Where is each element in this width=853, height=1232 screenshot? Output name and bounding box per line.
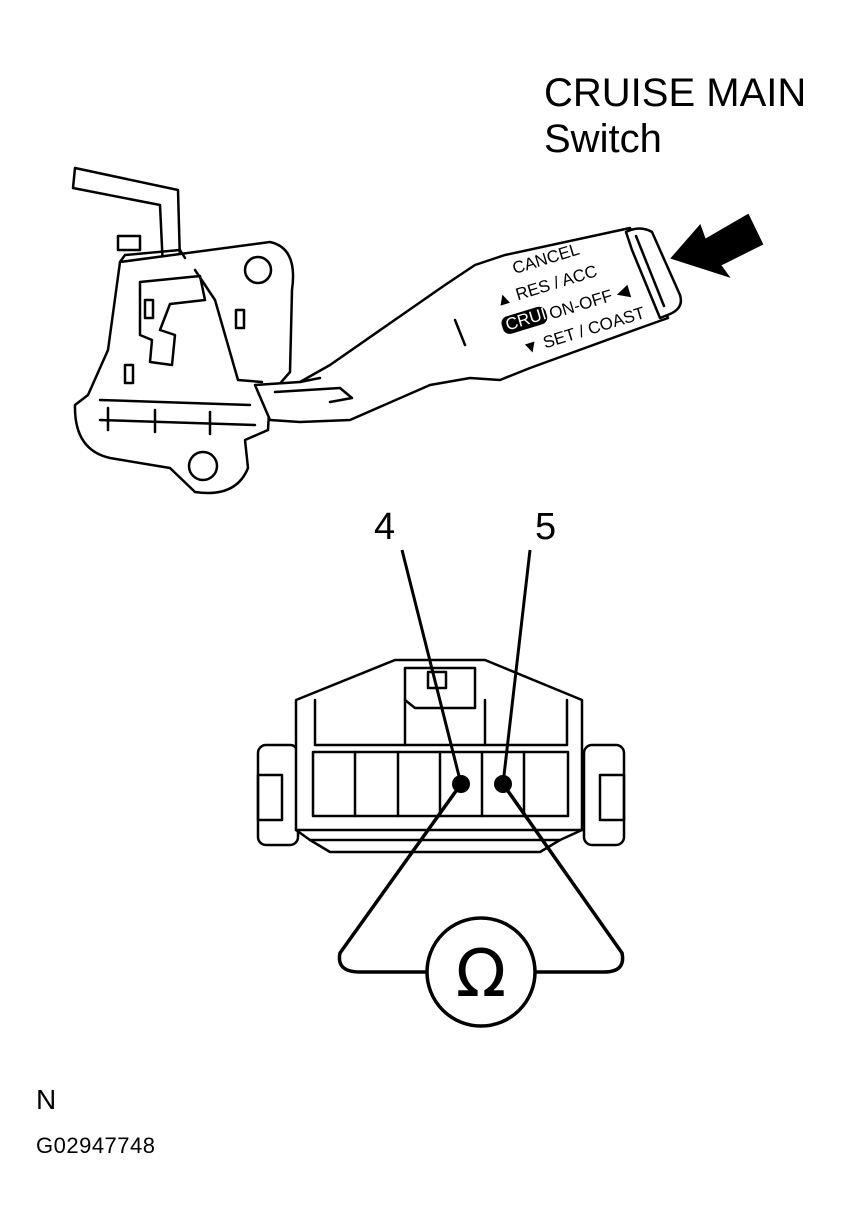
pin-4-leader bbox=[400, 549, 463, 785]
terminal-pins bbox=[106, 406, 212, 436]
figure-id: G02947748 bbox=[36, 1133, 156, 1158]
mounting-strip bbox=[71, 166, 182, 270]
screw-hole-bottom bbox=[187, 450, 219, 482]
pin-5-leader bbox=[501, 549, 532, 785]
press-arrow-icon bbox=[670, 213, 764, 278]
body-ridges bbox=[98, 398, 257, 427]
ohmmeter-icon bbox=[425, 916, 537, 1028]
diagram-title: CRUISE MAIN bbox=[544, 71, 807, 115]
lock-tab-rails bbox=[403, 698, 487, 747]
right-latch-inner bbox=[598, 773, 626, 822]
north-marker: N bbox=[36, 1084, 57, 1115]
right-latch bbox=[582, 743, 626, 847]
slot-3 bbox=[234, 308, 246, 330]
pin-4-label: 4 bbox=[374, 506, 396, 548]
connector bbox=[256, 658, 626, 854]
screw-hole-top bbox=[243, 255, 273, 285]
test-lead-5 bbox=[501, 782, 625, 974]
lever-hinge bbox=[273, 376, 354, 404]
ohmmeter-circuit: Ω bbox=[337, 549, 625, 1028]
lever-shaft bbox=[253, 226, 670, 424]
test-lead-4 bbox=[337, 782, 463, 974]
lever-end-cap bbox=[624, 227, 683, 320]
housing-inner-rim bbox=[313, 698, 569, 747]
slot-1 bbox=[143, 298, 155, 320]
end-cap-edge bbox=[634, 234, 666, 308]
pin-5-label: 5 bbox=[535, 506, 557, 548]
left-latch bbox=[256, 743, 300, 847]
switch-body bbox=[73, 240, 295, 495]
tab-connector bbox=[116, 234, 142, 252]
diagram-subtitle: Switch bbox=[544, 117, 662, 161]
guide-edge bbox=[193, 268, 264, 384]
body-edge bbox=[118, 248, 187, 264]
cruise-badge bbox=[501, 306, 548, 334]
terminal-cavities bbox=[353, 750, 526, 818]
cruise-switch-assembly: CANCEL ▲ RES / ACC CRUISE ON-OFF ◀ ▼ SET… bbox=[71, 166, 764, 495]
slot-2 bbox=[123, 363, 135, 385]
lever-seam bbox=[453, 318, 467, 347]
inner-recess bbox=[138, 274, 207, 367]
ohm-symbol: Ω bbox=[456, 935, 506, 1012]
left-latch-inner bbox=[256, 773, 284, 822]
